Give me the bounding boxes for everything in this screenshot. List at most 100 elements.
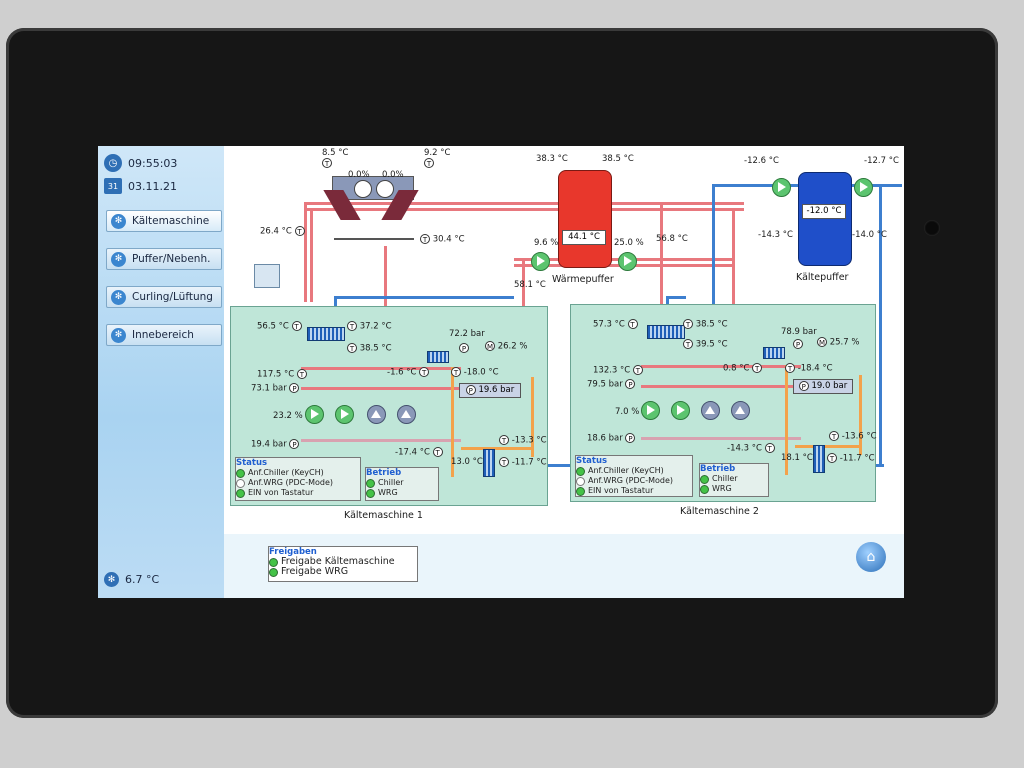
temp-label: 8.5 °C	[322, 148, 349, 158]
outside-temp-row: ✻ 6.7 °C	[104, 572, 159, 587]
temp-label: 18.1 °C	[781, 453, 813, 463]
pump-icon[interactable]	[772, 178, 791, 197]
pct-label: 7.0 %	[615, 407, 640, 417]
nav-puffer[interactable]: ✻ Puffer/Nebenh.	[106, 248, 222, 270]
nav-label: Puffer/Nebenh.	[132, 253, 211, 265]
pipe	[304, 202, 307, 302]
compressor-icon[interactable]	[731, 401, 750, 420]
pump-icon[interactable]	[531, 252, 550, 271]
status-item: Anf.Chiller (KeyCH)	[236, 468, 360, 478]
motor-valve: M 26.2 %	[485, 341, 528, 352]
date-row: 31 03.11.21	[104, 178, 177, 194]
kaeltepuffer-label: Kältepuffer	[796, 272, 849, 283]
waermepuffer-tank[interactable]	[558, 170, 612, 268]
pipe	[384, 246, 387, 356]
pipe	[795, 445, 861, 448]
temp-label: 117.5 °C T	[257, 369, 307, 380]
status-item: Anf.WRG (PDC-Mode)	[236, 478, 360, 488]
temp-label: 38.3 °C	[536, 154, 568, 164]
freigabe-item: Freigabe WRG	[269, 567, 417, 577]
compressor-icon[interactable]	[641, 401, 660, 420]
home-button[interactable]: ⌂	[856, 542, 886, 572]
status-heading: Status	[576, 456, 608, 466]
temp-label: T 39.5 °C	[683, 339, 728, 350]
nav-label: Kältemaschine	[132, 215, 210, 227]
pipe	[732, 208, 735, 358]
exchanger-icon	[813, 445, 825, 473]
led-icon	[366, 478, 375, 488]
betrieb-heading: Betrieb	[366, 468, 402, 478]
pct-label: 9.6 %	[534, 238, 559, 248]
pump-icon[interactable]	[618, 252, 637, 271]
freigabe-item: Freigabe Kältemaschine	[269, 557, 417, 567]
betrieb-item: Chiller	[366, 478, 438, 488]
fan-pct: 0.0%	[382, 170, 404, 180]
freigaben-heading: Freigaben	[269, 547, 317, 557]
kaeltepuffer-tank[interactable]	[798, 172, 852, 266]
compressor-icon[interactable]	[305, 405, 324, 424]
pipe	[301, 387, 461, 390]
pipe	[310, 208, 313, 302]
nav-curling[interactable]: ✻ Curling/Lüftung	[106, 286, 222, 308]
evaporator-icon	[763, 347, 785, 359]
compressor-icon[interactable]	[701, 401, 720, 420]
pipe	[334, 296, 514, 299]
pressure-label: 72.2 bar	[449, 329, 485, 339]
pressure-sensor-icon: P	[459, 343, 469, 354]
km1-betrieb: Betrieb Chiller WRG	[365, 467, 439, 501]
led-icon	[576, 476, 585, 486]
condenser-icon	[307, 327, 345, 341]
temp-label: 13.0 °C	[451, 457, 483, 467]
led-icon	[576, 466, 585, 476]
fan-icon	[354, 180, 372, 198]
pipe	[641, 385, 801, 388]
temp-label: -14.3 °C T	[727, 443, 775, 454]
temp-label: 57.3 °C T	[593, 319, 638, 330]
pump-icon[interactable]	[854, 178, 873, 197]
temp-label: T 37.2 °C	[347, 321, 392, 332]
nav-kaeltemaschine[interactable]: ✻ Kältemaschine	[106, 210, 222, 232]
receiver-box: P 19.6 bar	[459, 383, 521, 398]
compressor-icon[interactable]	[671, 401, 690, 420]
compressor-icon[interactable]	[335, 405, 354, 424]
bar	[334, 238, 414, 240]
led-icon	[700, 474, 709, 484]
pipe	[666, 296, 686, 299]
bottom-area: Freigaben Freigabe Kältemaschine Freigab…	[224, 534, 904, 598]
status-heading: Status	[236, 458, 268, 468]
pipe	[785, 365, 788, 475]
temp-label: 38.5 °C	[602, 154, 634, 164]
km2-betrieb: Betrieb Chiller WRG	[699, 463, 769, 497]
camera-icon	[924, 220, 940, 236]
led-icon	[236, 488, 245, 498]
temp-label: T 38.5 °C	[347, 343, 392, 354]
pipe	[301, 439, 461, 442]
compressor-icon[interactable]	[397, 405, 416, 424]
snowflake-icon: ✻	[111, 289, 126, 305]
compressor-icon[interactable]	[367, 405, 386, 424]
pressure-label: 79.5 bar P	[587, 379, 636, 390]
temp-label: T 30.4 °C	[420, 234, 465, 245]
trend-icon[interactable]	[254, 264, 280, 288]
nav-innebereich[interactable]: ✻ Innebereich	[106, 324, 222, 346]
fan-icon	[376, 180, 394, 198]
temp-label: T -11.7 °C	[499, 457, 547, 468]
betrieb-heading: Betrieb	[700, 464, 736, 474]
temp-sensor-icon: T	[424, 158, 434, 169]
temp-label: T -13.6 °C	[829, 431, 877, 442]
pressure-label: 19.4 bar P	[251, 439, 300, 450]
temp-label: 56.8 °C	[656, 234, 688, 244]
motor-valve: M 25.7 %	[817, 337, 860, 348]
pipe	[712, 184, 715, 374]
pipe	[304, 208, 744, 211]
km2-title: Kältemaschine 2	[680, 506, 759, 517]
kaelte-temp-box: -12.0 °C	[802, 204, 846, 219]
temp-label: 26.4 °C T	[260, 226, 305, 237]
temp-label: -12.6 °C	[744, 156, 779, 166]
led-icon	[236, 478, 245, 488]
hmi-screen: ◷ 09:55:03 31 03.11.21 ✻ Kältemaschine ✻…	[98, 146, 904, 598]
temp-label: T -11.7 °C	[827, 453, 875, 464]
status-item: EIN von Tastatur	[236, 488, 360, 498]
betrieb-item: WRG	[366, 488, 438, 498]
date-text: 03.11.21	[128, 179, 177, 193]
